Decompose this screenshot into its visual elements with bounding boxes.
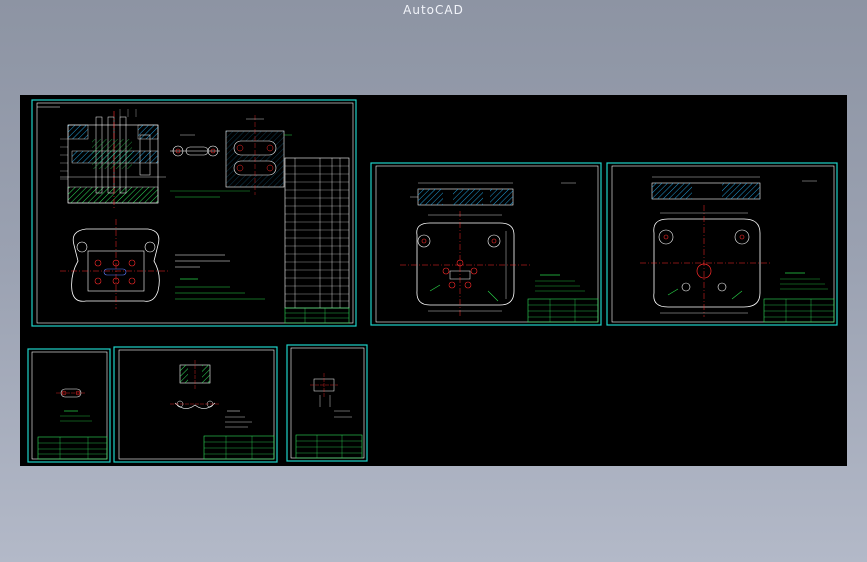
part-6-title-block — [295, 434, 363, 459]
part-5-section-view — [179, 360, 211, 389]
part-6-view — [310, 373, 352, 418]
part-4-view — [56, 388, 86, 398]
part-2-notes — [535, 182, 585, 292]
part-3-section-view — [651, 176, 761, 200]
parts-list-table — [284, 157, 350, 324]
sheet-inner-border — [36, 102, 354, 324]
cad-drawing-canvas[interactable] — [20, 95, 847, 466]
cad-model-space[interactable] — [20, 95, 847, 466]
part-drawing-4-sheet[interactable] — [27, 348, 111, 463]
part-5-plan-view — [170, 400, 220, 409]
part-2-section-view — [410, 182, 514, 206]
sheet-border — [31, 99, 357, 327]
part-4-title-block — [37, 436, 108, 460]
part-3-notes — [780, 180, 828, 290]
strip-layout-view — [170, 134, 250, 192]
part-2-plan-view — [400, 211, 530, 317]
part-drawing-2-sheet[interactable] — [370, 162, 602, 326]
part-drawing-6-sheet[interactable] — [286, 344, 368, 462]
assembly-plan-view — [60, 219, 170, 309]
strip-hatch-view — [225, 115, 292, 195]
assembly-drawing-sheet[interactable] — [31, 99, 357, 327]
part-2-title-block — [527, 298, 599, 323]
part-3-plan-view — [640, 205, 772, 317]
assembly-notes — [175, 196, 265, 300]
part-drawing-5-sheet[interactable] — [113, 346, 278, 463]
part-4-notes — [60, 410, 92, 422]
part-3-title-block — [763, 298, 835, 323]
part-5-notes — [225, 410, 252, 428]
assembly-section-view — [60, 109, 166, 209]
part-5-title-block — [203, 435, 275, 460]
part-drawing-3-sheet[interactable] — [606, 162, 838, 326]
window-title: AutoCAD — [403, 3, 464, 17]
